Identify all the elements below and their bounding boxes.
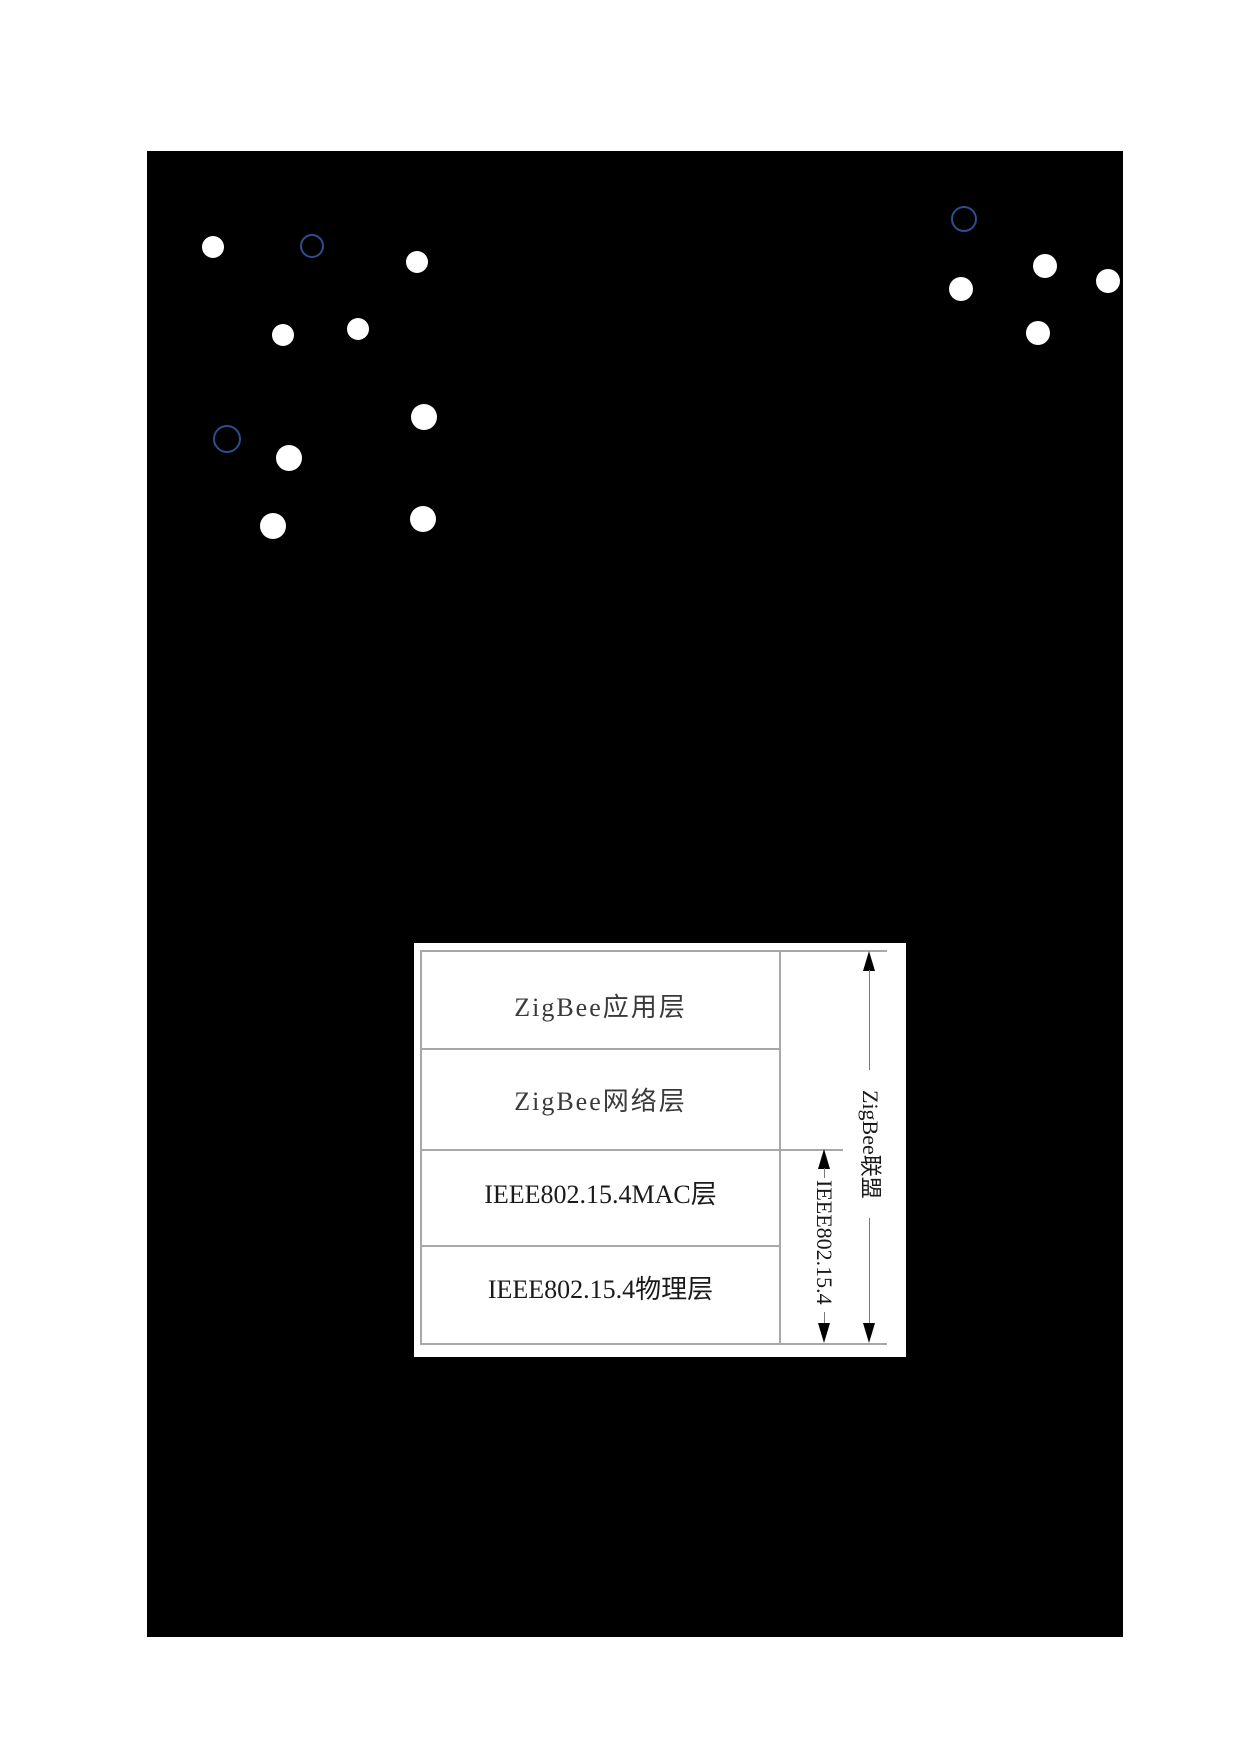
filled-node-icon (1033, 254, 1057, 278)
stack-bottom-line (421, 1343, 887, 1345)
zigbee-arrow-down-icon (863, 1323, 875, 1343)
filled-node-icon (406, 251, 428, 273)
layer-zigbee-application: ZigBee应用层 (514, 993, 687, 1022)
filled-node-icon (949, 277, 973, 301)
stack-line-app-net (421, 1048, 781, 1050)
zigbee-arrow-up-icon (863, 951, 875, 971)
ieee-arrow-line-top (824, 1168, 825, 1178)
stack-left-border (420, 950, 422, 1345)
layer-zigbee-network: ZigBee网络层 (514, 1087, 687, 1116)
hollow-node-icon (300, 234, 324, 258)
ieee-arrow-up-icon (818, 1149, 830, 1169)
stack-divider (779, 950, 781, 1345)
ieee-arrow-line-bottom (824, 1312, 825, 1324)
hollow-node-icon (951, 206, 977, 232)
stack-top-line (421, 950, 887, 952)
figure-black-region (147, 151, 1123, 1637)
filled-node-icon (1096, 269, 1120, 293)
stack-line-mac-phy (421, 1245, 781, 1247)
filled-node-icon (202, 236, 224, 258)
zigbee-arrow-line-bottom (869, 1218, 870, 1323)
filled-node-icon (410, 506, 436, 532)
filled-node-icon (411, 404, 437, 430)
ieee-bracket-label: IEEE802.15.4 (812, 1180, 837, 1305)
hollow-node-icon (213, 425, 241, 453)
zigbee-arrow-line-top (869, 970, 870, 1070)
filled-node-icon (260, 513, 286, 539)
layer-ieee-mac: IEEE802.15.4MAC层 (484, 1180, 717, 1209)
layer-ieee-phy: IEEE802.15.4物理层 (487, 1275, 714, 1304)
filled-node-icon (1026, 321, 1050, 345)
stack-line-net-mac (421, 1149, 843, 1151)
filled-node-icon (272, 324, 294, 346)
ieee-arrow-down-icon (818, 1323, 830, 1343)
zigbee-bracket-label: ZigBee联盟 (858, 1090, 883, 1199)
filled-node-icon (276, 445, 302, 471)
filled-node-icon (347, 318, 369, 340)
